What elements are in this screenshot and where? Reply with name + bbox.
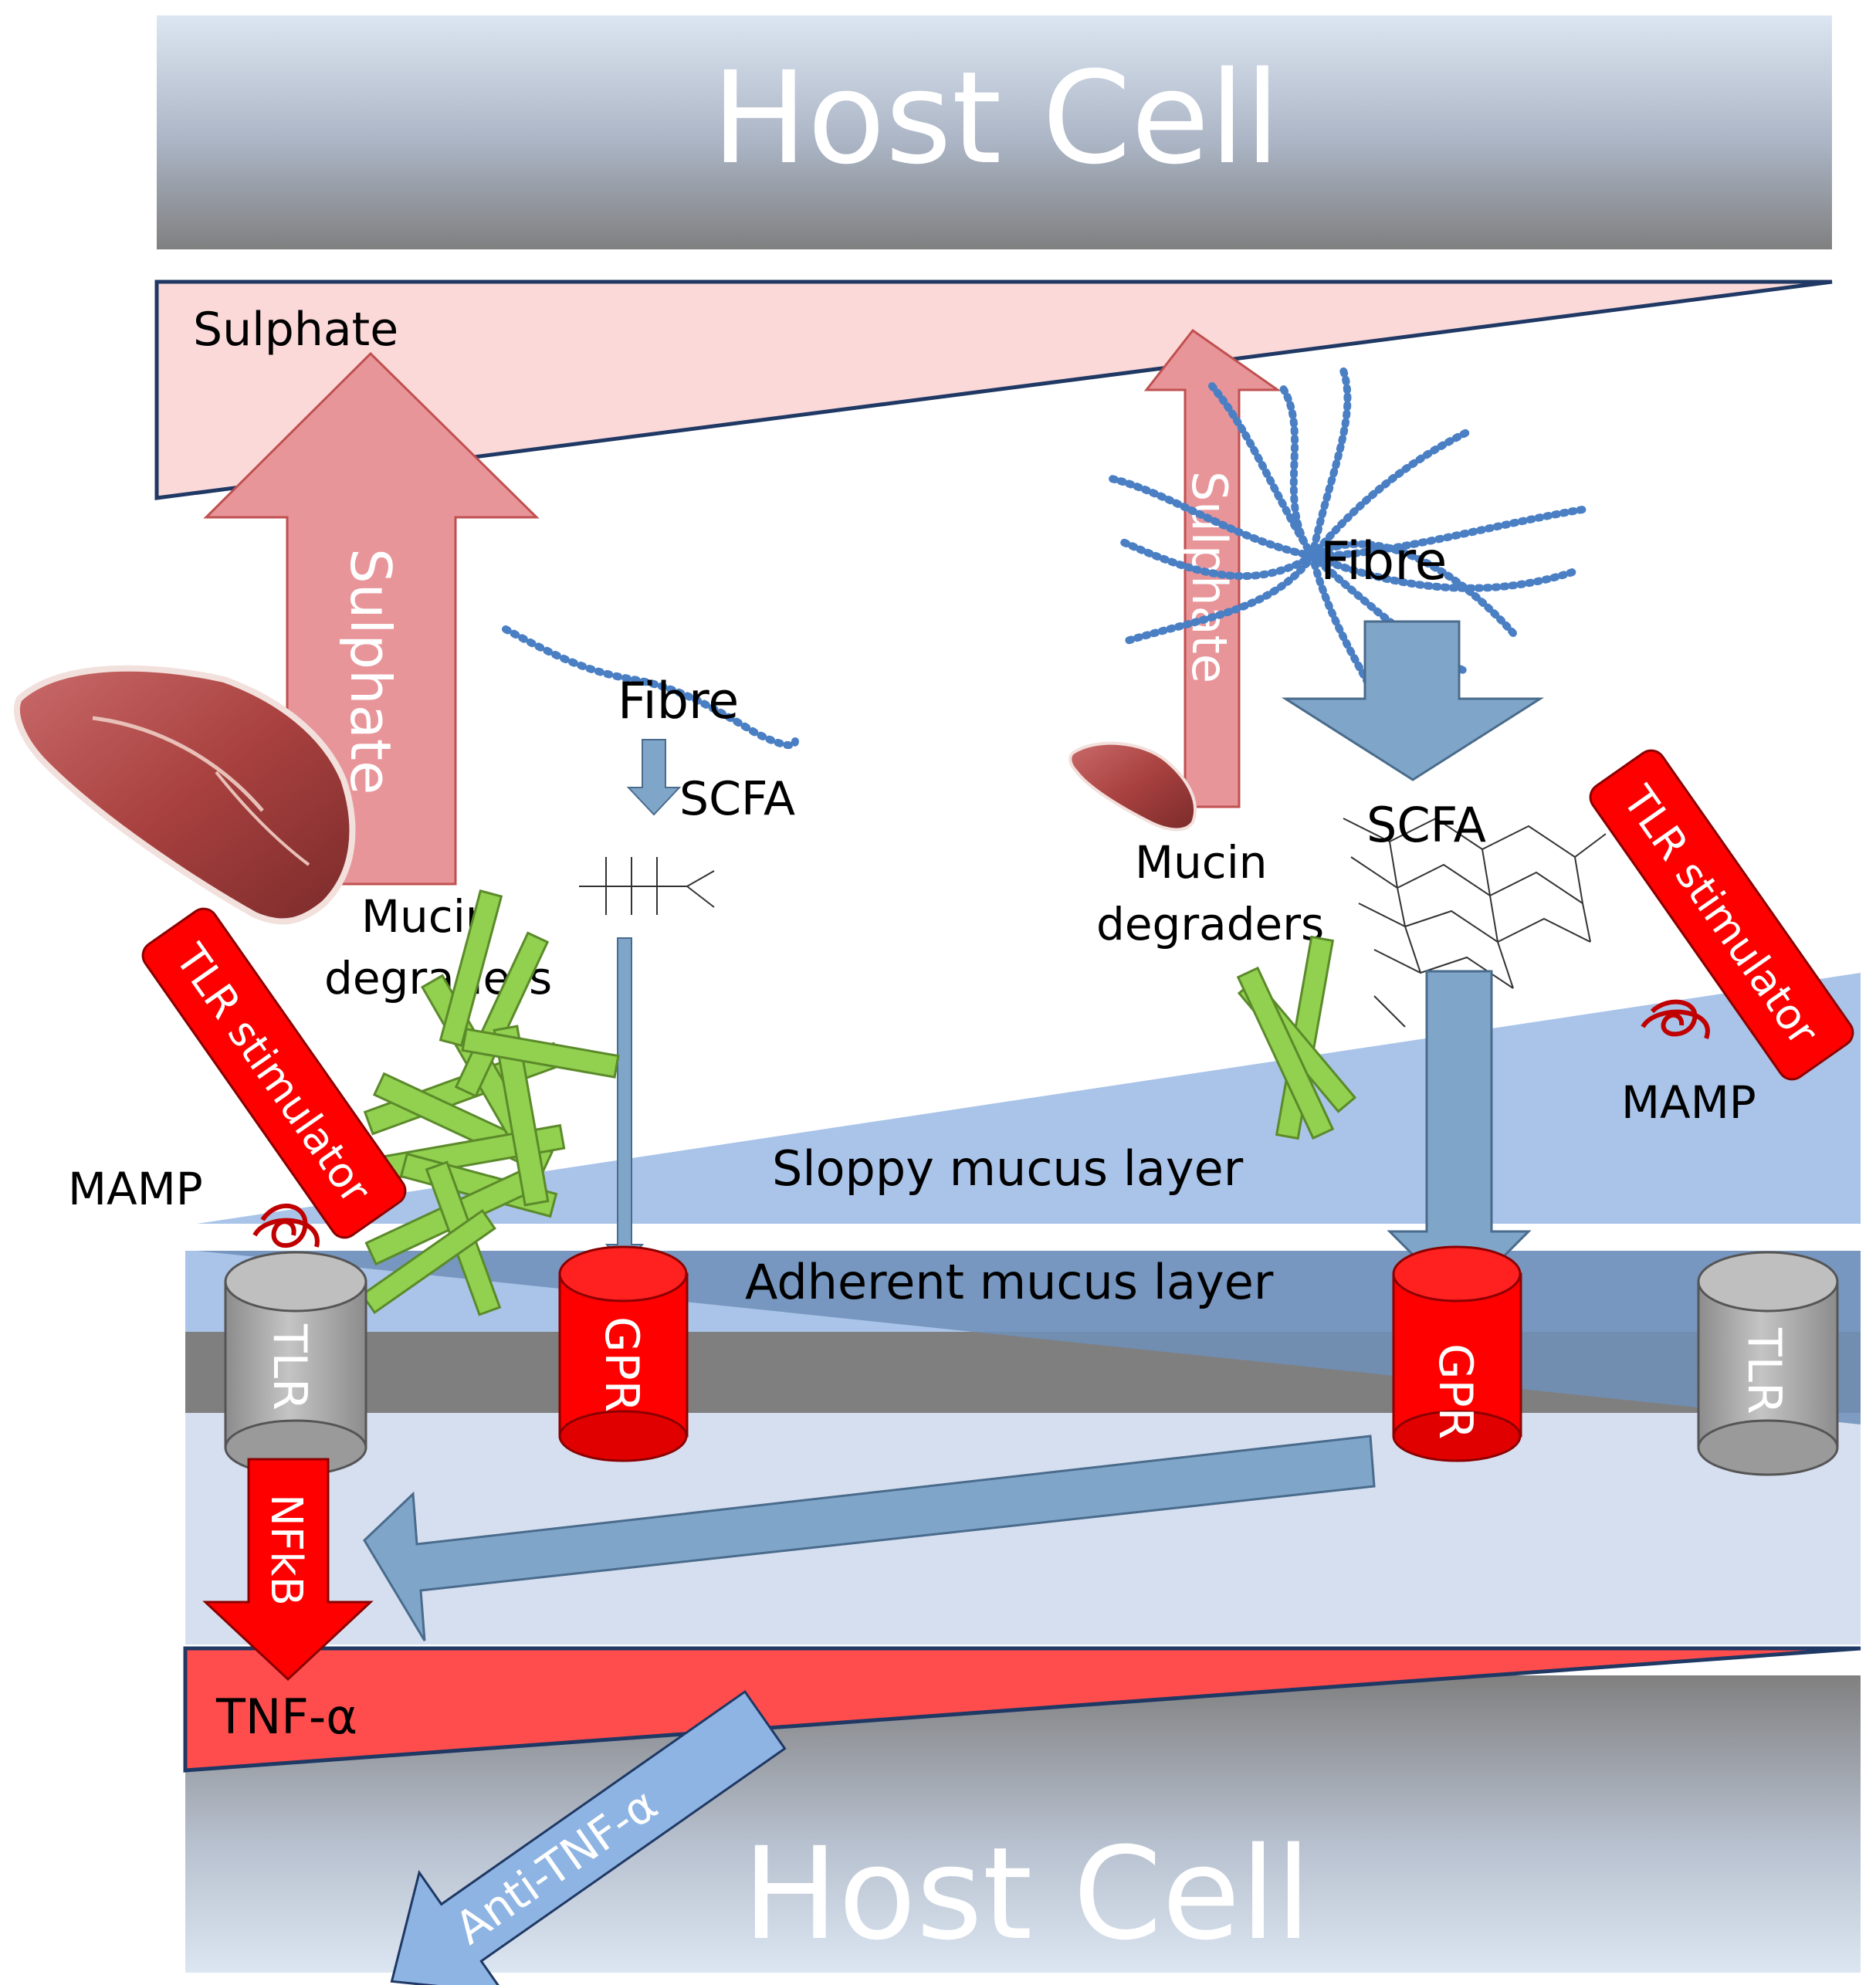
host-cell-top: Host Cell xyxy=(157,15,1832,249)
left-mucin-degrader-bacteria xyxy=(361,889,620,1316)
right-mucin-degraders-label-1: Mucin xyxy=(1135,836,1268,889)
right-fibre-label: Fibre xyxy=(1320,531,1448,592)
host-cell-bottom-label: Host Cell xyxy=(743,1820,1312,1968)
left-mamp-label: MAMP xyxy=(68,1163,203,1215)
gpr-signal-arrow xyxy=(363,1435,1376,1641)
epithelium-band xyxy=(185,1413,1861,1645)
left-fibre-to-scfa-arrow xyxy=(626,739,682,816)
right-sulphate-arrow: Sulphate xyxy=(1143,328,1282,808)
nfkb-label: NFkB xyxy=(261,1494,311,1606)
sulphate-gradient-label: Sulphate xyxy=(193,303,398,357)
sulphate-gradient: Sulphate xyxy=(154,279,1833,500)
right-fibre-cloud xyxy=(1108,367,1586,699)
meat-small-icon xyxy=(1068,741,1197,832)
right-mucin-degraders-label-2: degraders xyxy=(1096,898,1324,950)
left-gpr-receptor: GPR xyxy=(558,1245,689,1462)
right-scfa-label: SCFA xyxy=(1366,797,1486,853)
left-gpr-label: GPR xyxy=(594,1316,648,1412)
left-scfa-molecule xyxy=(579,857,715,915)
left-tlr-receptor: TLR xyxy=(224,1251,367,1476)
right-scfa-molecule-cluster xyxy=(1343,817,1607,1035)
tnf-alpha-label: TNF-α xyxy=(215,1689,357,1745)
left-scfa-label: SCFA xyxy=(679,772,795,826)
tnf-alpha-gradient: TNF-α xyxy=(183,1646,1861,1773)
right-fibre-to-scfa-arrow xyxy=(1281,620,1545,781)
left-sulphate-arrow-label: Sulphate xyxy=(338,548,403,794)
left-fibre-chain xyxy=(502,625,799,750)
right-mucin-degrader-bacteria xyxy=(1236,935,1357,1140)
right-tlr-receptor: TLR xyxy=(1697,1251,1839,1476)
host-cell-top-label: Host Cell xyxy=(712,44,1281,192)
adherent-mucus-label: Adherent mucus layer xyxy=(745,1254,1274,1310)
left-fibre-label: Fibre xyxy=(618,672,739,730)
right-mamp-icon xyxy=(1641,999,1710,1040)
left-mamp-icon xyxy=(252,1204,320,1248)
meat-large-icon xyxy=(13,665,356,925)
right-gpr-receptor: GPR xyxy=(1392,1245,1522,1462)
sloppy-mucus-label: Sloppy mucus layer xyxy=(772,1140,1244,1197)
right-tlr-label: TLR xyxy=(1737,1327,1791,1414)
left-tlr-label: TLR xyxy=(262,1323,317,1411)
right-gpr-label: GPR xyxy=(1428,1343,1482,1439)
nfkb-arrow: NFkB xyxy=(202,1458,374,1682)
right-mamp-label: MAMP xyxy=(1621,1076,1756,1129)
